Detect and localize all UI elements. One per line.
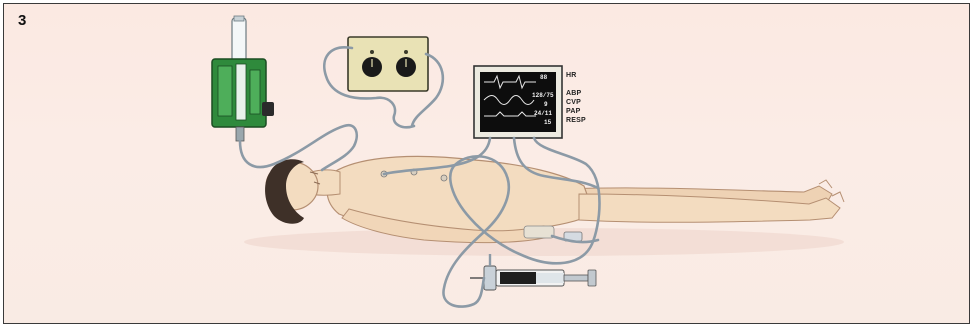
monitor-value-hr: 88 [540,74,547,81]
monitor-value-abp: 128/75 [532,92,554,99]
monitor-label-pap: PAP [566,108,580,115]
monitor-label-hr: HR [566,72,577,79]
monitor-value-resp: 15 [544,119,551,126]
monitor-icon [474,66,562,138]
flowmeter-icon [212,16,274,141]
illustration [4,4,970,324]
monitor-label-resp: RESP [566,117,586,124]
monitor-value-pap: 24/11 [534,110,552,117]
monitor-label-cvp: CVP [566,99,581,106]
figure-frame: 3 [3,3,970,324]
control-box-icon [348,37,428,91]
monitor-value-cvp: 9 [544,101,548,108]
syringe-icon [470,266,596,290]
monitor-label-abp: ABP [566,90,581,97]
